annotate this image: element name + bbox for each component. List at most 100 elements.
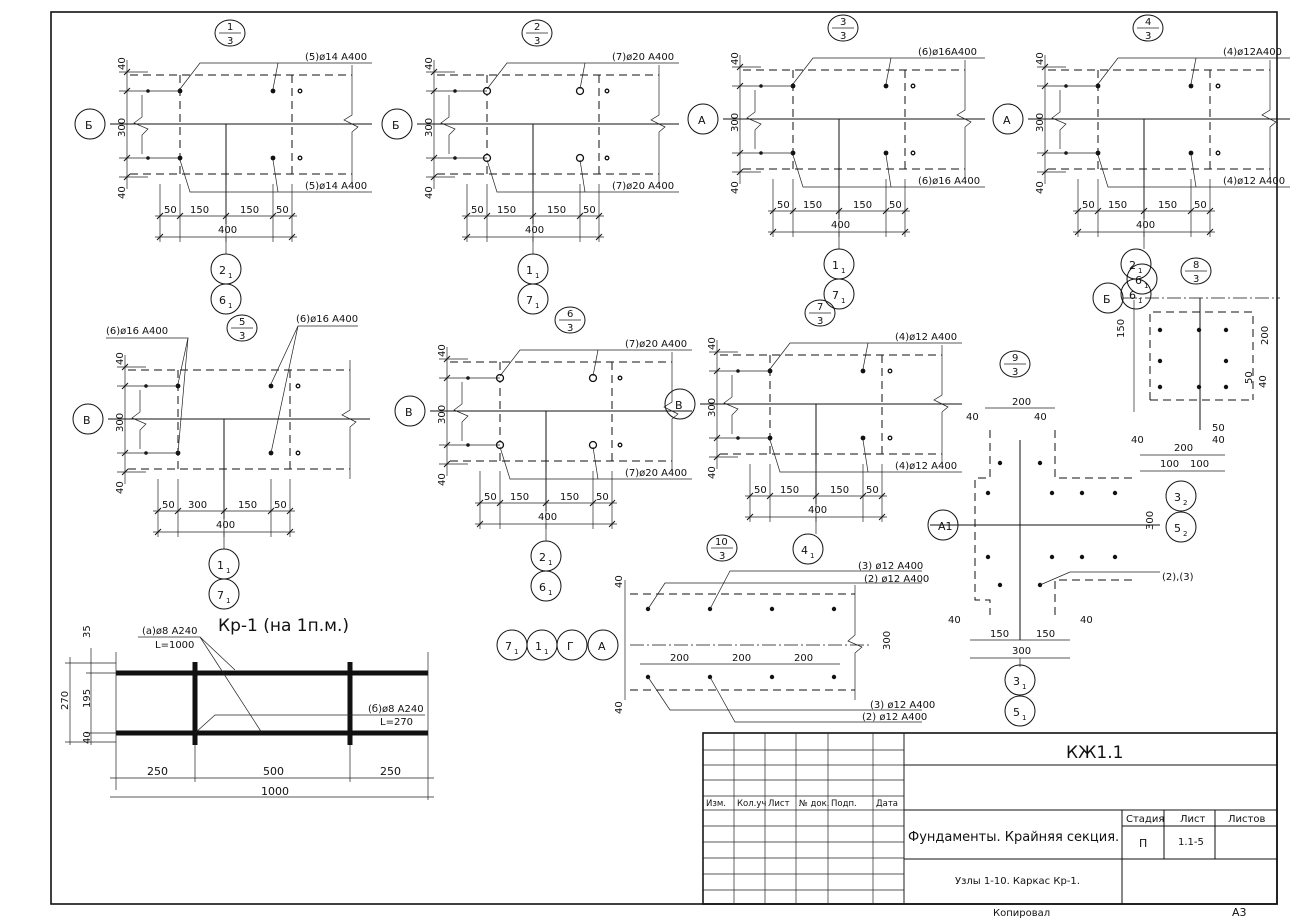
rebar-main [860, 368, 866, 374]
axis-bubble: Б [1092, 282, 1124, 314]
ref-b-1-text: 5 [1013, 706, 1020, 719]
dim-tick [736, 149, 744, 157]
dim-h-0: 50 [777, 200, 790, 211]
dim-tick [789, 207, 797, 215]
axis-bubble-ring [72, 403, 104, 435]
dim-50b: 50 [1212, 423, 1225, 434]
dim-cover-bottom: 40 [117, 186, 128, 199]
dim-tick [443, 374, 451, 382]
dim-200b: 200 [1174, 443, 1193, 454]
dim-cover-top: 40 [614, 575, 625, 588]
dim-h-1: 150 [510, 492, 529, 503]
dim-tick [713, 453, 721, 461]
cage-bar-a-length: L=1000 [155, 640, 194, 651]
dim-tick [123, 68, 131, 76]
dim-cover-top: 40 [1035, 52, 1046, 65]
dim-h-1: 150 [1108, 200, 1127, 211]
ref-bubble-1-text: 7 [526, 294, 533, 307]
ref-bubble-0-sub: 1 [548, 559, 552, 567]
dim-h-0: 50 [164, 205, 177, 216]
dim-tick [443, 355, 451, 363]
dim-cover-top: 40 [707, 337, 718, 350]
sheet-frame [50, 11, 1278, 905]
outline-bottom-right [1054, 579, 1135, 615]
ref-bubble-1-ring [210, 283, 242, 315]
format-label: А3 [1232, 906, 1247, 919]
dim-tick [430, 173, 438, 181]
callout-top-text: (4)ø12A400 [1223, 47, 1282, 58]
axis-bubble-ring [927, 509, 959, 541]
dim-cover-bottom: 40 [115, 481, 126, 494]
node-marker-num: 4 [1145, 17, 1151, 28]
ref-bubble-1-sub: 1 [841, 297, 845, 305]
copied-label: Копировал [993, 908, 1050, 919]
axis-bubble-1-ring [526, 629, 558, 661]
dim-cover-bottom: 40 [707, 466, 718, 479]
ref-bubble-0-sub: 1 [226, 567, 230, 575]
dim-h-1: 150 [190, 205, 209, 216]
callout-bot-2 [579, 159, 586, 193]
node-marker-ring [214, 19, 246, 47]
callout-top-right [270, 325, 358, 385]
rebar [1079, 490, 1085, 496]
node-marker-sheet: 3 [840, 31, 846, 42]
dim-tick [288, 212, 296, 220]
tb-col-header-0: Изм. [706, 799, 726, 809]
dim-cover-bottom: 40 [424, 186, 435, 199]
rebar-dot-far [297, 155, 303, 161]
dim-40: 40 [1258, 375, 1269, 388]
dim-h-2: 150 [1158, 200, 1177, 211]
cage-dim-h-500: 500 [263, 765, 284, 778]
callout-top [499, 349, 692, 377]
tb-col-header-1: Кол.уч [737, 799, 766, 809]
tb-sheet-title: Узлы 1-10. Каркас Кр-1. [955, 876, 1080, 887]
rebar-dot-far [1215, 150, 1221, 156]
callout-top-2 [579, 62, 586, 90]
rebar [1079, 554, 1085, 560]
callout-top [179, 62, 372, 90]
dim-h-3: 50 [1194, 200, 1207, 211]
dim-40d: 40 [1080, 615, 1093, 626]
rebar-dot-far [887, 368, 893, 374]
dim-tick [483, 212, 491, 220]
tb-doc-code: КЖ1.1 [1066, 743, 1123, 763]
ref-bubble-0-text: 2 [219, 264, 226, 277]
dim-tick [746, 513, 754, 521]
callout-bot-2 [885, 154, 892, 188]
ref-bubble-1-ring [517, 283, 549, 315]
axis-bubble: В [72, 403, 104, 435]
node-marker-sheet: 3 [534, 36, 540, 47]
axis-bubble-1-text: 1 [535, 640, 542, 653]
break-line [847, 585, 863, 700]
cage-dim-v-270: 270 [60, 691, 71, 710]
dim-h-3: 50 [583, 205, 596, 216]
rebar-bottom [831, 674, 837, 680]
break-line-left [440, 95, 456, 154]
callout-bot2 [709, 676, 922, 723]
axis-bubble: В [664, 388, 696, 420]
dim-tick [1041, 168, 1049, 176]
ref-bubble-1-text: 6 [1129, 289, 1136, 302]
cage-kr1: Кр-1 (на 1п.м.) 35 195 40 270 250 500 25… [60, 616, 434, 800]
ref-b-1-sub: 1 [1022, 714, 1026, 722]
rebar-dot-far [910, 150, 916, 156]
rebar-dot-far [617, 442, 623, 448]
dim-tick [859, 492, 867, 500]
dim-tick [121, 468, 129, 476]
dim-tick [154, 528, 162, 536]
ref-bubble-1-ring [530, 570, 562, 602]
node-marker-num: 6 [567, 309, 573, 320]
dim-tick [1074, 228, 1082, 236]
node-marker-num: 2 [534, 22, 540, 33]
tb-col-header-5: Дата [876, 799, 898, 809]
